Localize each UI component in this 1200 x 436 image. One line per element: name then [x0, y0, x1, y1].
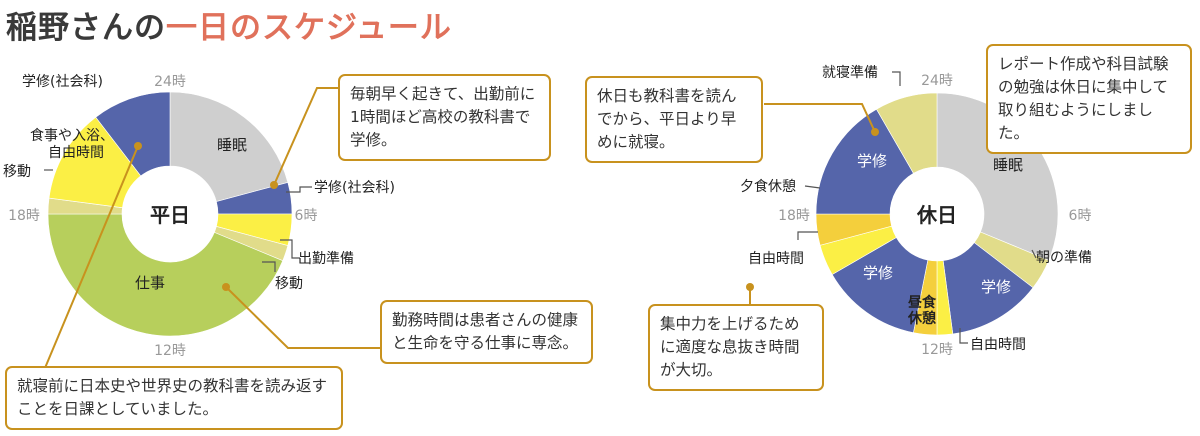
- leader-move-bottom: [262, 261, 276, 272]
- note-holiday-morning: 休日も教科書を読んでから、平日より早めに就寝。: [585, 76, 763, 163]
- callout-line-work: [225, 286, 380, 349]
- weekday-label-meal-1: 食事や入浴、: [30, 127, 114, 144]
- note-weekday-night: 就寝前に日本史や世界史の教科書を読み返すことを日課としていました。: [5, 366, 343, 430]
- title-part-schedule: 一日のスケジュール: [166, 10, 452, 46]
- callout-dot-morning: [270, 181, 278, 189]
- holiday-labels: 休日 24時 6時 12時 18時 睡眠 朝の準備 学修 学修 学修 昼食 休憩…: [740, 64, 1092, 358]
- weekday-center-label: 平日: [150, 203, 190, 227]
- holiday-label-free-bottom: 自由時間: [970, 337, 1026, 353]
- title-part-name: 稲野さんの: [6, 10, 166, 46]
- leader-free-left: [797, 231, 818, 240]
- weekday-tick-12: 12時: [154, 343, 186, 359]
- weekday-label-move-left: 移動: [3, 164, 31, 180]
- holiday-label-study-b: 学修: [863, 264, 893, 282]
- callout-dots: [134, 128, 879, 291]
- note-holiday-focus: 集中力を上げるために適度な息抜き時間が大切。: [648, 304, 824, 391]
- leader-bedtime: [892, 71, 901, 86]
- weekday-donut: [47, 91, 293, 337]
- holiday-center-label: 休日: [916, 203, 957, 227]
- note-holiday-top: レポート作成や科目試験の勉強は休日に集中して取り組むようにしました。: [986, 44, 1192, 154]
- holiday-tick-18: 18時: [778, 208, 810, 224]
- holiday-label-free-left: 自由時間: [748, 251, 804, 267]
- holiday-slice-5: [831, 237, 929, 334]
- weekday-label-study-right: 学修(社会科): [314, 180, 395, 196]
- weekday-label-meal-2: 自由時間: [48, 145, 104, 161]
- weekday-slice-0: [169, 91, 289, 202]
- callout-line-holiday-morning: [764, 103, 876, 133]
- weekday-label-move-bottom: 移動: [275, 276, 303, 292]
- callout-dot-night: [134, 142, 142, 150]
- weekday-tick-18: 18時: [8, 208, 40, 224]
- callout-line-night: [44, 145, 139, 369]
- leader-morning-prep: [1031, 249, 1037, 259]
- leader-study-right: [286, 186, 312, 193]
- holiday-label-sleep: 睡眠: [993, 156, 1023, 174]
- note-weekday-work: 勤務時間は患者さんの健康と生命を守る仕事に専念。: [380, 300, 593, 364]
- callout-lines: [44, 87, 876, 369]
- callout-line-morning: [273, 87, 338, 186]
- callout-dot-holiday-morning: [871, 128, 879, 136]
- holiday-label-dinner: 夕食休憩: [740, 178, 796, 195]
- holiday-label-morning-prep: 朝の準備: [1036, 250, 1092, 266]
- weekday-label-sleep: 睡眠: [217, 136, 247, 154]
- holiday-label-bedtime: 就寝準備: [822, 64, 878, 81]
- callout-dot-focus: [746, 283, 754, 291]
- leader-prep: [280, 239, 300, 259]
- weekday-tick-6: 6時: [295, 208, 318, 224]
- callout-dot-work: [222, 283, 230, 291]
- weekday-slice-7: [95, 91, 171, 177]
- page-title: 稲野さんの一日のスケジュール: [6, 2, 452, 47]
- weekday-slice-4: [47, 213, 284, 337]
- weekday-labels: 平日 24時 6時 12時 18時 睡眠 学修(社会科) 出勤準備 移動 仕事 …: [3, 74, 395, 359]
- leader-dinner: [804, 185, 821, 189]
- note-weekday-morning: 毎朝早く起きて、出勤前に1時間ほど高校の教科書で学修。: [338, 74, 551, 161]
- weekday-label-prep: 出勤準備: [298, 251, 354, 267]
- holiday-label-study-c: 学修: [857, 152, 887, 170]
- holiday-slice-9: [876, 92, 938, 174]
- holiday-label-lunch-1: 昼食: [908, 294, 937, 311]
- weekday-label-work: 仕事: [135, 274, 165, 292]
- holiday-tick-24: 24時: [921, 73, 953, 89]
- leader-lines: [44, 71, 1037, 344]
- holiday-label-lunch-2: 休憩: [907, 310, 936, 327]
- holiday-tick-6: 6時: [1069, 208, 1092, 224]
- holiday-tick-12: 12時: [921, 342, 953, 358]
- weekday-label-study-top: 学修(社会科): [22, 74, 103, 90]
- holiday-slice-8: [815, 108, 914, 215]
- weekday-tick-24: 24時: [154, 74, 186, 90]
- holiday-label-study-a: 学修: [981, 278, 1011, 296]
- leader-free-bottom: [959, 328, 968, 344]
